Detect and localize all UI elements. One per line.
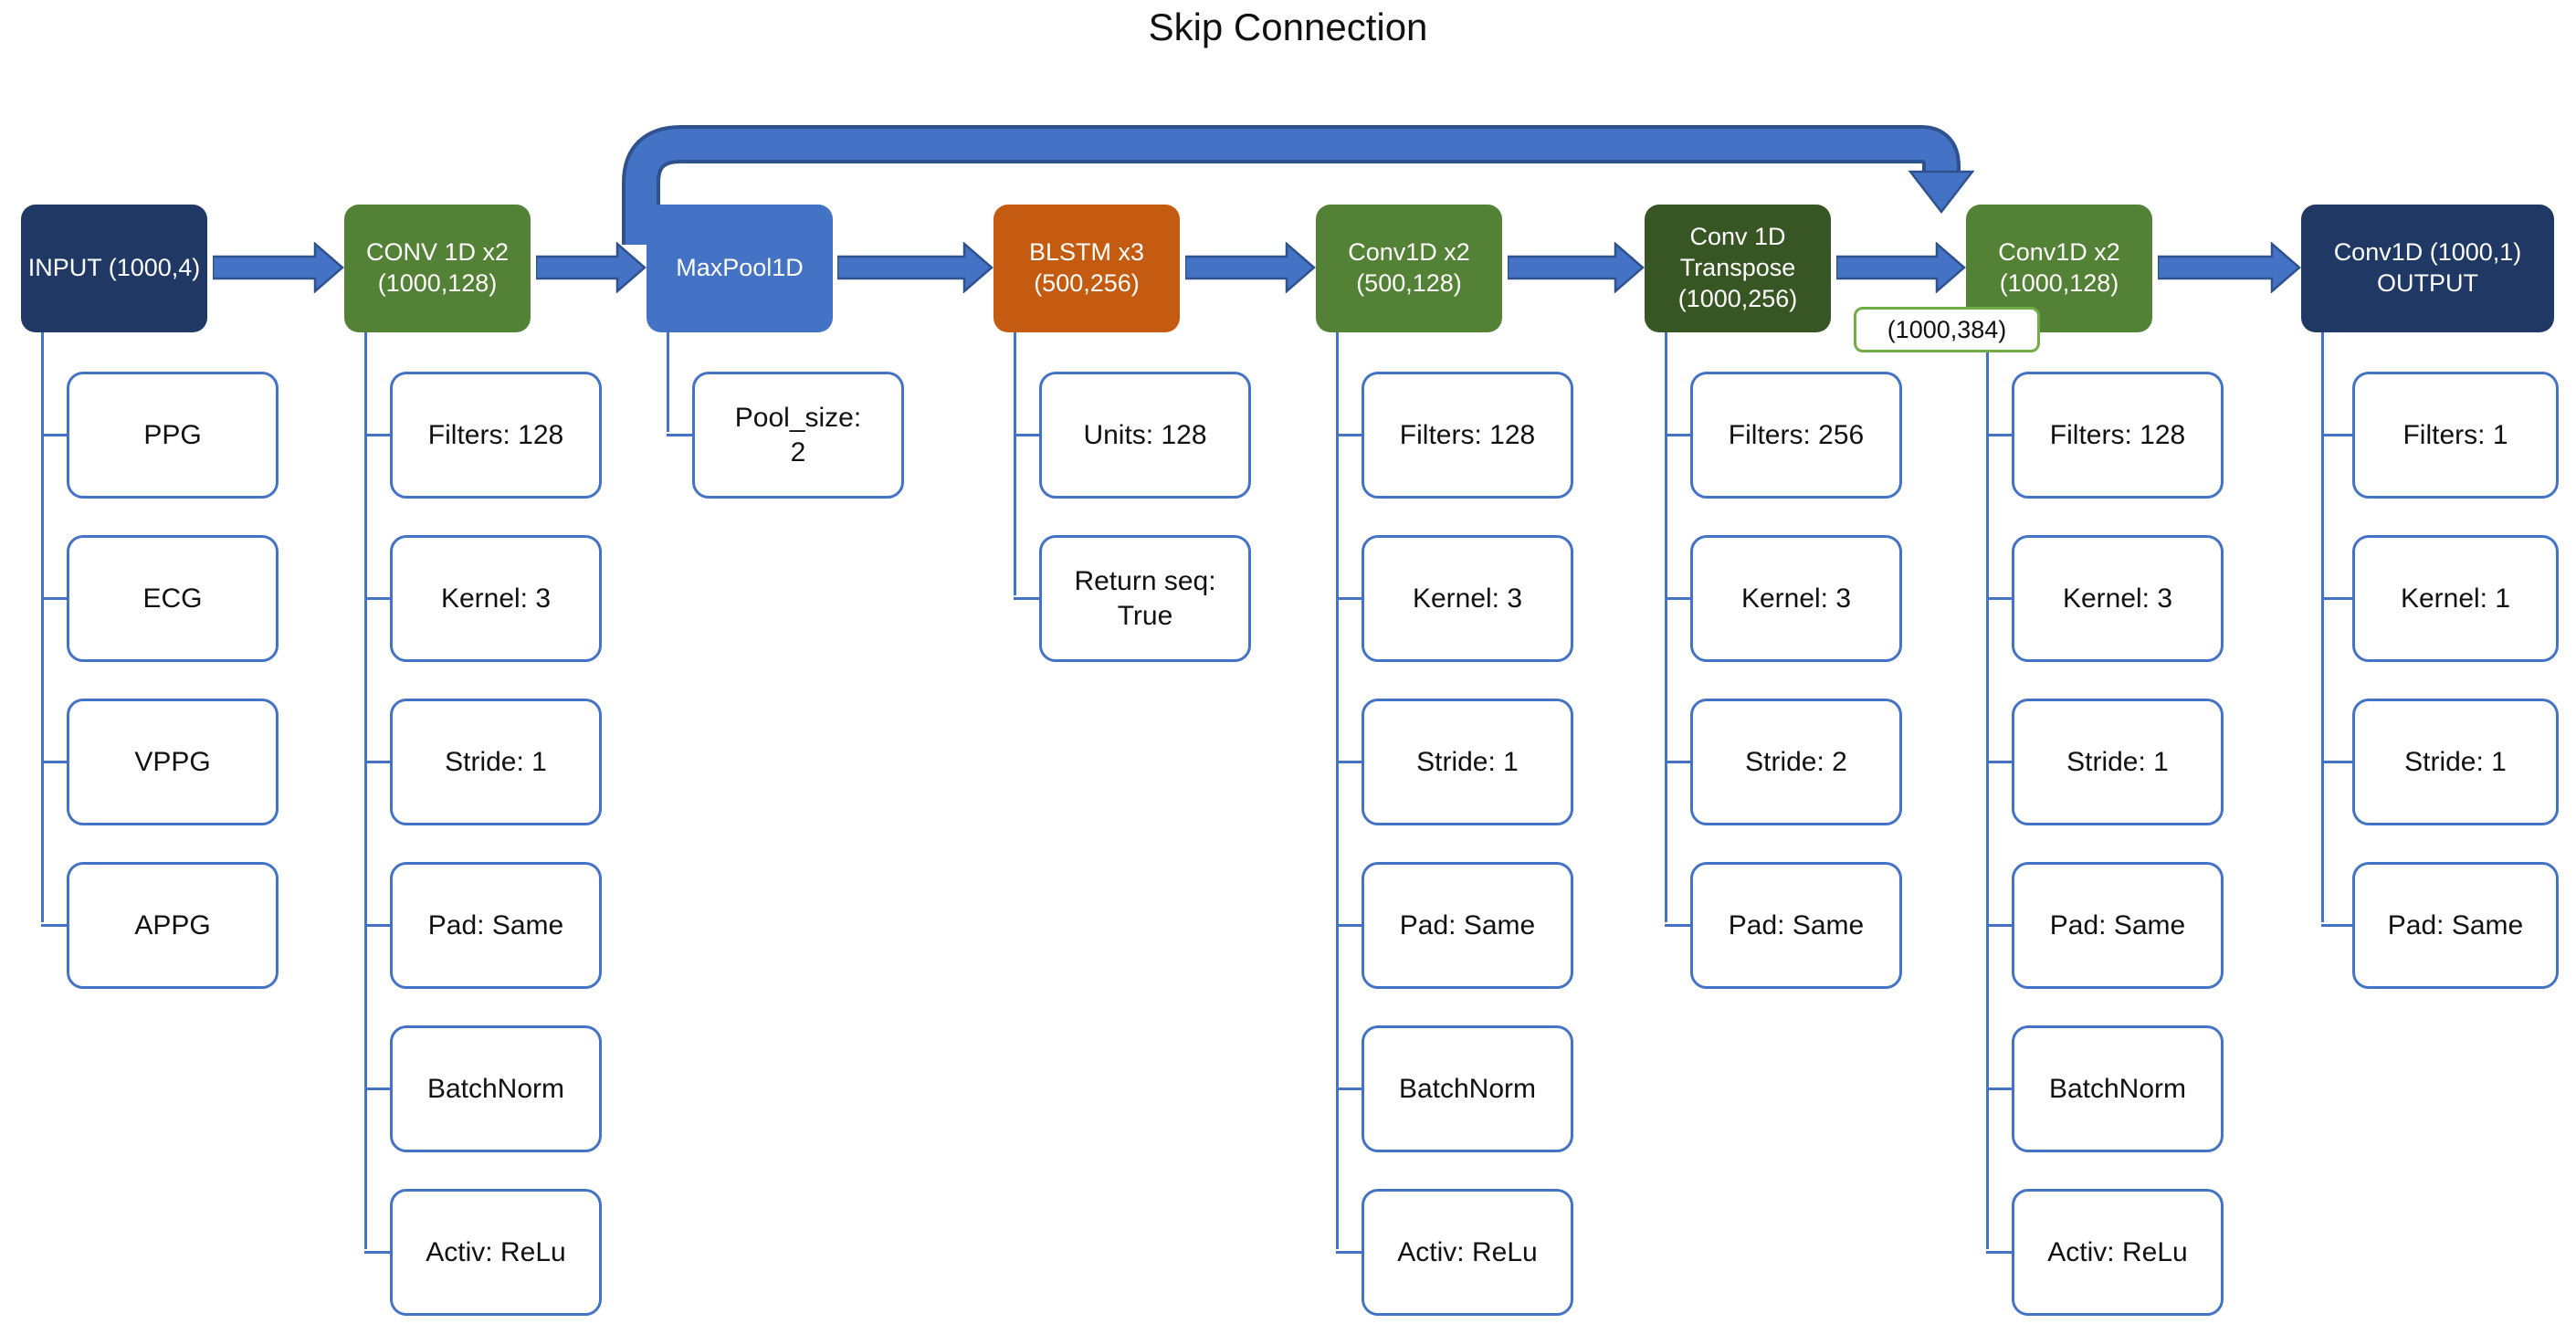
stage-input: INPUT (1000,4) PPG ECG VPPG APPG: [21, 0, 295, 1324]
stage-header-conv1d-x2-c: Conv1D x2 (1000,128): [1966, 205, 2152, 332]
param-box: BatchNorm: [1986, 1025, 2224, 1152]
param-box: BatchNorm: [364, 1025, 602, 1152]
connector-line: [1986, 331, 1989, 1249]
param-box: Pad: Same: [1336, 862, 1573, 989]
stage-conv1d-transpose: Conv 1D Transpose (1000,256) Filters: 25…: [1645, 0, 1919, 1324]
param-box: Pad: Same: [364, 862, 602, 989]
skip-dimension-label: (1000,384): [1854, 307, 2040, 352]
param-box: Pad: Same: [2321, 862, 2559, 989]
param-box: Filters: 256: [1665, 372, 1902, 499]
param-label: Kernel: 3: [1412, 583, 1523, 614]
param-label: BatchNorm: [426, 1073, 565, 1104]
param-box: Pad: Same: [1665, 862, 1902, 989]
param-label: Pad: Same: [427, 909, 564, 940]
param-label: Activ: ReLu: [2047, 1236, 2188, 1267]
flow-arrow-icon: [213, 242, 344, 293]
flow-arrow-icon: [1185, 242, 1316, 293]
param-label: Pad: Same: [2387, 909, 2524, 940]
param-label: Activ: ReLu: [426, 1236, 566, 1267]
param-box: PPG: [41, 372, 279, 499]
param-box: Stride: 1: [1986, 699, 2224, 825]
flow-arrow-icon: [1836, 242, 1966, 293]
param-label: Stride: 1: [1416, 746, 1519, 777]
param-label: Pad: Same: [1399, 909, 1536, 940]
param-label: BatchNorm: [1398, 1073, 1537, 1104]
param-label: VPPG: [134, 746, 211, 777]
param-label: Stride: 1: [2404, 746, 2507, 777]
param-label: Stride: 1: [445, 746, 547, 777]
param-label: APPG: [134, 909, 211, 940]
stage-blstm-x3: BLSTM x3 (500,256) Units: 128 Return seq…: [994, 0, 1267, 1324]
param-box: Kernel: 3: [1986, 535, 2224, 662]
param-label: Pad: Same: [1728, 909, 1865, 940]
param-label: Kernel: 3: [2062, 583, 2173, 614]
stage-header-conv1d-x2-a: CONV 1D x2 (1000,128): [344, 205, 531, 332]
flow-arrow-icon: [2158, 242, 2301, 293]
param-box: BatchNorm: [1336, 1025, 1573, 1152]
stage-conv1d-x2-c: Conv1D x2 (1000,128) Filters: 128 Kernel…: [1966, 0, 2240, 1324]
param-box: VPPG: [41, 699, 279, 825]
param-box: Filters: 1: [2321, 372, 2559, 499]
stage-header-conv1d-x2-b: Conv1D x2 (500,128): [1316, 205, 1502, 332]
connector-line: [364, 331, 367, 1249]
stage-header-conv1d-transpose: Conv 1D Transpose (1000,256): [1645, 205, 1831, 332]
param-label: Return seq: True: [1074, 566, 1216, 631]
stage-header-input: INPUT (1000,4): [21, 205, 207, 332]
param-label: Stride: 2: [1745, 746, 1847, 777]
param-box: ECG: [41, 535, 279, 662]
flow-arrow-icon: [837, 242, 994, 293]
param-box: Kernel: 3: [1665, 535, 1902, 662]
stage-conv1d-x2-b: Conv1D x2 (500,128) Filters: 128 Kernel:…: [1316, 0, 1590, 1324]
param-box: Activ: ReLu: [364, 1189, 602, 1316]
param-box: Units: 128: [1014, 372, 1251, 499]
param-box: Stride: 1: [364, 699, 602, 825]
stage-conv1d-x2-a: CONV 1D x2 (1000,128) Filters: 128 Kerne…: [344, 0, 618, 1324]
param-box: Pad: Same: [1986, 862, 2224, 989]
param-label: Units: 128: [1083, 419, 1207, 450]
param-label: Activ: ReLu: [1397, 1236, 1538, 1267]
connector-line: [1014, 331, 1016, 595]
connector-line: [667, 331, 669, 432]
flow-arrow-icon: [536, 242, 647, 293]
connector-line: [1665, 331, 1667, 922]
flow-arrow-icon: [1508, 242, 1645, 293]
param-label: Pool_size: 2: [734, 403, 862, 468]
stage-header-output: Conv1D (1000,1) OUTPUT: [2301, 205, 2554, 332]
param-label: Stride: 1: [2066, 746, 2169, 777]
param-box: Kernel: 1: [2321, 535, 2559, 662]
stage-maxpool1d: MaxPool1D Pool_size: 2: [647, 0, 920, 1324]
param-box: Filters: 128: [1336, 372, 1573, 499]
param-label: PPG: [143, 419, 202, 450]
param-box: Filters: 128: [364, 372, 602, 499]
connector-line: [41, 331, 44, 922]
diagram-title: Skip Connection: [1148, 5, 1428, 48]
param-label: Pad: Same: [2049, 909, 2186, 940]
param-label: Kernel: 3: [1740, 583, 1852, 614]
param-box: Stride: 1: [2321, 699, 2559, 825]
param-box: APPG: [41, 862, 279, 989]
param-box: Filters: 128: [1986, 372, 2224, 499]
param-label: Kernel: 3: [440, 583, 552, 614]
param-box: Return seq: True: [1014, 535, 1251, 662]
param-box: Pool_size: 2: [667, 372, 904, 499]
param-label: BatchNorm: [2048, 1073, 2187, 1104]
param-label: Filters: 256: [1728, 419, 1865, 450]
param-box: Stride: 2: [1665, 699, 1902, 825]
param-label: Filters: 1: [2403, 419, 2508, 450]
stage-header-maxpool1d: MaxPool1D: [647, 205, 833, 332]
param-label: Filters: 128: [427, 419, 564, 450]
param-label: Filters: 128: [2049, 419, 2186, 450]
connector-line: [1336, 331, 1339, 1249]
param-label: Filters: 128: [1399, 419, 1536, 450]
stage-header-blstm-x3: BLSTM x3 (500,256): [994, 205, 1180, 332]
param-label: ECG: [142, 583, 203, 614]
param-box: Activ: ReLu: [1336, 1189, 1573, 1316]
param-box: Stride: 1: [1336, 699, 1573, 825]
param-box: Kernel: 3: [364, 535, 602, 662]
param-label: Kernel: 1: [2400, 583, 2511, 614]
connector-line: [2321, 331, 2324, 922]
stage-output: Conv1D (1000,1) OUTPUT Filters: 1 Kernel…: [2301, 0, 2575, 1324]
param-box: Kernel: 3: [1336, 535, 1573, 662]
param-box: Activ: ReLu: [1986, 1189, 2224, 1316]
